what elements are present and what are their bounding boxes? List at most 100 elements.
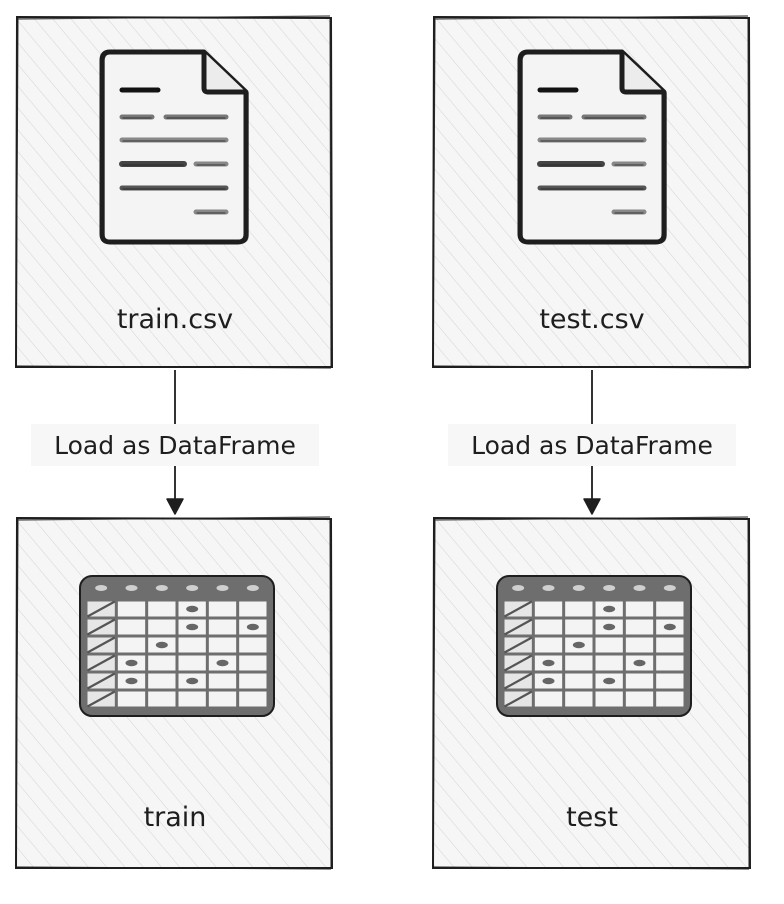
node-label: test — [566, 802, 618, 833]
arrow-head-icon — [583, 498, 601, 515]
table-cell — [565, 673, 593, 689]
table-header-dot — [663, 585, 676, 591]
table-cell — [148, 673, 176, 689]
table-cell-mark — [186, 605, 199, 613]
table-cell-mark — [155, 641, 168, 649]
table-cell-mark — [186, 677, 199, 685]
table-cell — [148, 691, 176, 707]
document-fold — [619, 52, 664, 95]
table-cell — [625, 601, 654, 617]
table-cell — [117, 601, 146, 617]
table-cell — [239, 601, 267, 617]
node-test: test — [431, 516, 752, 870]
table-cell-mark — [542, 677, 555, 685]
table-cell — [117, 691, 146, 707]
table-header-dot — [95, 585, 108, 591]
table-cell — [565, 691, 593, 707]
table-cell — [595, 655, 623, 671]
table-header-dot — [542, 585, 555, 591]
table-cell — [208, 619, 237, 635]
table-cell — [534, 601, 563, 617]
table-header-dot — [572, 585, 585, 591]
table-row-header-hatch — [503, 690, 533, 708]
table-header-dot — [603, 585, 616, 591]
table-cell — [625, 619, 654, 635]
table-cell — [239, 637, 267, 653]
table-cell — [595, 637, 623, 653]
table-cell — [178, 655, 206, 671]
edge-label: Load as DataFrame — [54, 431, 296, 460]
table-row-header-hatch — [86, 672, 116, 690]
table-cell-mark — [603, 605, 616, 613]
table-icon — [496, 575, 692, 717]
table-row-header-hatch — [503, 654, 533, 672]
table-cell — [656, 655, 684, 671]
table-row-header-hatch — [86, 654, 116, 672]
document-page-sketch — [521, 52, 667, 244]
edge-test-csv-to-test: Load as DataFrame — [448, 370, 736, 515]
table-cell — [565, 619, 593, 635]
table-row-header-hatch — [503, 672, 533, 690]
table-cell — [178, 637, 206, 653]
node-label: train.csv — [117, 304, 233, 335]
table-cell — [117, 637, 146, 653]
table-cell-mark — [633, 659, 646, 667]
table-row-header-hatch — [86, 690, 116, 708]
edge-label-bg — [448, 424, 736, 466]
node-train-csv: train.csv — [14, 15, 334, 369]
table-cell — [239, 655, 267, 671]
table-cell — [656, 691, 684, 707]
table-cell — [656, 601, 684, 617]
table-cell — [595, 691, 623, 707]
arrow-head-icon — [166, 498, 184, 515]
table-cell-mark — [663, 623, 676, 631]
table-cell — [625, 637, 654, 653]
table-cell-mark — [186, 623, 199, 631]
table-row-header-hatch — [503, 600, 533, 618]
table-cell — [625, 691, 654, 707]
table-cell — [534, 637, 563, 653]
table-cell-mark — [125, 677, 138, 685]
table-cell — [208, 601, 237, 617]
table-cell-mark — [603, 677, 616, 685]
table-cell-mark — [125, 659, 138, 667]
table-cell — [239, 691, 267, 707]
table-cell — [208, 673, 237, 689]
table-cell — [239, 673, 267, 689]
node-test-csv: test.csv — [431, 15, 752, 369]
table-cell-mark — [603, 623, 616, 631]
table-header-dot — [512, 585, 525, 591]
table-header-dot — [155, 585, 168, 591]
edge-label-bg — [31, 424, 319, 466]
node-label: train — [144, 802, 207, 833]
node-border-sketch — [15, 516, 332, 870]
node-border-sketch — [432, 15, 750, 369]
table-header-dot — [186, 585, 199, 591]
node-border-sketch — [432, 516, 750, 870]
table-row-header-hatch — [86, 618, 116, 636]
table-cell — [208, 637, 237, 653]
edge-label: Load as DataFrame — [471, 431, 713, 460]
table-icon — [79, 575, 275, 717]
table-row-header-hatch — [503, 636, 533, 654]
document-icon — [517, 49, 667, 245]
table-cell — [117, 619, 146, 635]
table-header-dot — [633, 585, 646, 591]
table-cell — [148, 655, 176, 671]
table-cell — [656, 673, 684, 689]
table-cell — [148, 619, 176, 635]
table-cell — [148, 601, 176, 617]
table-cell — [565, 601, 593, 617]
table-cell — [565, 655, 593, 671]
table-cell — [534, 691, 563, 707]
table-cell-mark — [246, 623, 259, 631]
table-cell-mark — [216, 659, 229, 667]
table-cell — [625, 673, 654, 689]
table-row-header-hatch — [86, 636, 116, 654]
table-cell-mark — [542, 659, 555, 667]
table-cell — [178, 691, 206, 707]
document-fold — [201, 52, 246, 95]
table-row-header-hatch — [503, 618, 533, 636]
table-header-dot — [125, 585, 138, 591]
